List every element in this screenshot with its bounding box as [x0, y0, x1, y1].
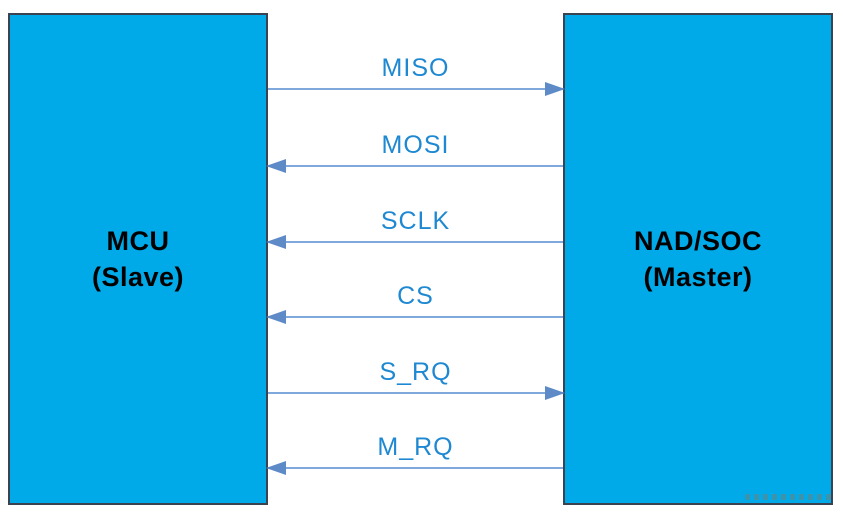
node-nad-title: NAD/SOC [633, 226, 762, 256]
signal-row-m-rq: M_RQ [266, 430, 563, 475]
node-mcu-subtitle: (Slave) [91, 262, 185, 292]
signal-line-mosi [268, 165, 563, 167]
signal-row-cs: CS [266, 279, 563, 324]
arrowhead-left-icon [266, 310, 286, 324]
arrowhead-left-icon [266, 461, 286, 475]
signal-label-sclk: SCLK [380, 207, 451, 235]
arrowhead-left-icon [266, 159, 286, 173]
signal-row-s-rq: S_RQ [268, 355, 565, 400]
signal-line-s-rq [268, 392, 563, 394]
signal-line-sclk [268, 241, 563, 243]
node-mcu-slave: MCU (Slave) [8, 13, 268, 505]
node-nad-soc-master: NAD/SOC (Master) [563, 13, 833, 505]
signal-label-m-rq: M_RQ [377, 433, 454, 461]
arrowhead-left-icon [266, 235, 286, 249]
signal-label-cs: CS [397, 282, 434, 310]
signal-row-sclk: SCLK [266, 204, 563, 249]
node-mcu-title: MCU [106, 226, 170, 256]
watermark-smudge [745, 494, 831, 500]
signal-label-s-rq: S_RQ [379, 358, 452, 386]
signal-row-miso: MISO [268, 51, 565, 96]
arrowhead-right-icon [545, 82, 565, 96]
signal-row-mosi: MOSI [266, 128, 563, 173]
signal-line-m-rq [268, 467, 563, 469]
signal-label-mosi: MOSI [381, 131, 450, 159]
arrowhead-right-icon [545, 386, 565, 400]
signal-label-miso: MISO [381, 54, 450, 82]
node-nad-subtitle: (Master) [643, 262, 753, 292]
signal-line-cs [268, 316, 563, 318]
signal-line-miso [268, 88, 563, 90]
